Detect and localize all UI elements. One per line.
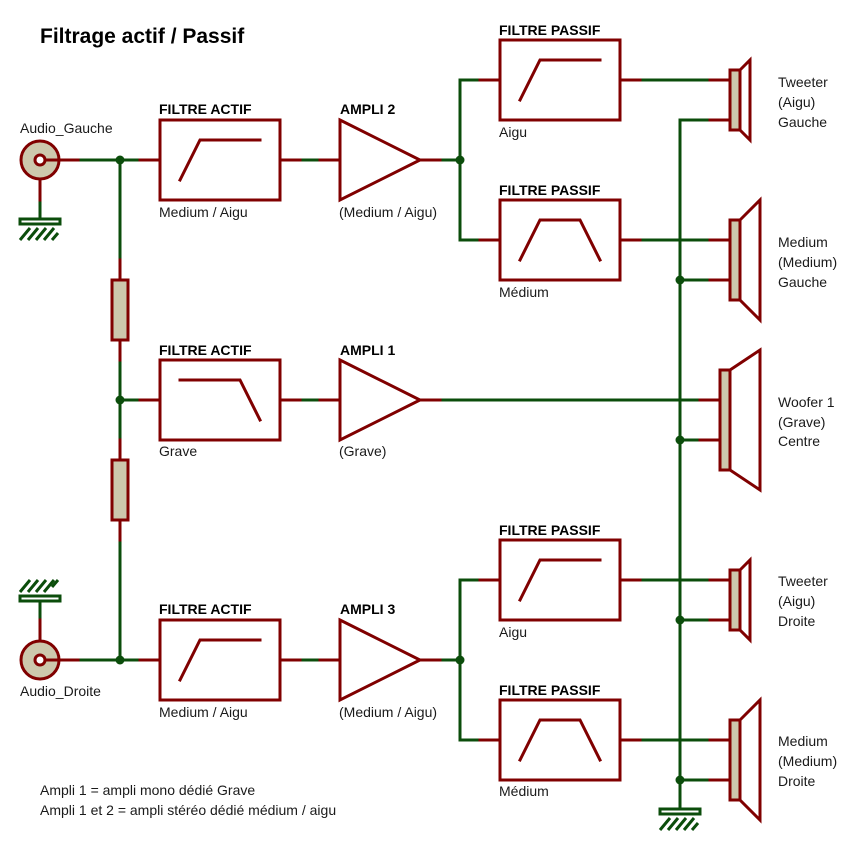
bandpass-curve-icon xyxy=(517,718,603,763)
active-filter-label: Medium / Aigu xyxy=(159,204,248,220)
highpass-curve-icon xyxy=(517,558,602,603)
speaker-medium-left: Medium (Medium) Gauche xyxy=(708,196,837,324)
passive-filter-3: FILTRE PASSIF Aigu xyxy=(478,522,642,640)
highpass-curve-icon xyxy=(517,58,602,103)
resistor-top xyxy=(110,258,130,362)
junction-dot xyxy=(675,615,685,625)
passive-filter-title: FILTRE PASSIF xyxy=(499,182,601,198)
speaker-label: (Medium) xyxy=(778,753,837,769)
passive-filter-title: FILTRE PASSIF xyxy=(499,22,601,38)
note-line: Ampli 1 = ampli mono dédié Grave xyxy=(40,782,255,798)
speaker-label: Medium xyxy=(778,733,828,749)
speaker-label: Centre xyxy=(778,433,820,449)
active-filter-title: FILTRE ACTIF xyxy=(159,601,252,617)
speaker-tweeter-left: Tweeter (Aigu) Gauche xyxy=(708,56,828,144)
speaker-label: Medium xyxy=(778,234,828,250)
ground-icon xyxy=(658,807,702,831)
input-jack-left: Audio_Gauche xyxy=(18,120,113,241)
speaker-label: (Aigu) xyxy=(778,593,815,609)
amplifier-label: (Medium / Aigu) xyxy=(339,704,437,720)
passive-filter-4: FILTRE PASSIF Médium xyxy=(478,682,642,799)
junction-dot xyxy=(675,275,685,285)
junction-dot xyxy=(675,775,685,785)
ground-icon xyxy=(18,217,62,241)
amplifier-label: (Medium / Aigu) xyxy=(339,204,437,220)
speaker-label: Droite xyxy=(778,613,816,629)
speaker-cone-icon xyxy=(738,696,762,824)
speaker-label: (Medium) xyxy=(778,254,837,270)
active-filter-title: FILTRE ACTIF xyxy=(159,342,252,358)
active-filter-label: Medium / Aigu xyxy=(159,704,248,720)
speaker-label: (Grave) xyxy=(778,414,825,430)
amplifier-3: AMPLI 3 (Medium / Aigu) xyxy=(318,601,442,720)
input-jack-right: Audio_Droite xyxy=(18,579,101,699)
passive-filter-title: FILTRE PASSIF xyxy=(499,682,601,698)
passive-filter-title: FILTRE PASSIF xyxy=(499,522,601,538)
junction-dot xyxy=(675,435,685,445)
passive-filter-label: Médium xyxy=(499,284,549,300)
amplifier-icon xyxy=(338,617,424,703)
bandpass-curve-icon xyxy=(517,218,603,263)
junction-dot xyxy=(115,395,125,405)
speaker-label: Woofer 1 xyxy=(778,394,835,410)
speaker-cone-icon xyxy=(738,556,752,644)
junction-dot xyxy=(455,155,465,165)
speaker-label: Droite xyxy=(778,773,816,789)
speaker-cone-icon xyxy=(738,196,762,324)
note-line: Ampli 1 et 2 = ampli stéréo dédié médium… xyxy=(40,802,336,818)
active-filter-3: FILTRE ACTIF Medium / Aigu xyxy=(138,601,302,720)
resistor-icon xyxy=(110,458,130,522)
amplifier-2: AMPLI 2 (Medium / Aigu) xyxy=(318,101,442,220)
speaker-label: Tweeter xyxy=(778,74,828,90)
passive-filter-2: FILTRE PASSIF Médium xyxy=(478,182,642,300)
junction-dot xyxy=(115,155,125,165)
amplifier-1: AMPLI 1 (Grave) xyxy=(318,342,442,459)
amplifier-title: AMPLI 3 xyxy=(340,601,395,617)
speaker-label: Tweeter xyxy=(778,573,828,589)
speaker-tweeter-right: Tweeter (Aigu) Droite xyxy=(708,556,828,644)
junctions xyxy=(115,155,685,785)
speaker-cone-icon xyxy=(728,347,762,493)
resistor-icon xyxy=(110,278,130,342)
amplifier-title: AMPLI 1 xyxy=(340,342,395,358)
junction-dot xyxy=(115,655,125,665)
speaker-label: (Aigu) xyxy=(778,94,815,110)
amplifier-title: AMPLI 2 xyxy=(340,101,395,117)
highpass-curve-icon xyxy=(177,638,262,683)
speaker-label: Gauche xyxy=(778,274,827,290)
amplifier-icon xyxy=(338,117,424,203)
speaker-medium-right: Medium (Medium) Droite xyxy=(708,696,837,824)
active-filter-1: FILTRE ACTIF Medium / Aigu xyxy=(138,101,302,220)
passive-filter-label: Aigu xyxy=(499,624,527,640)
ground-icon xyxy=(18,579,62,603)
lowpass-curve-icon xyxy=(178,378,263,423)
passive-filter-label: Médium xyxy=(499,783,549,799)
highpass-curve-icon xyxy=(177,138,262,183)
speaker-label: Gauche xyxy=(778,114,827,130)
active-filter-label: Grave xyxy=(159,443,197,459)
amplifier-icon xyxy=(338,357,424,443)
passive-filter-1: FILTRE PASSIF Aigu xyxy=(478,22,642,140)
resistor-bottom xyxy=(110,438,130,542)
amplifier-label: (Grave) xyxy=(339,443,386,459)
active-filter-2: FILTRE ACTIF Grave xyxy=(138,342,302,459)
input-label-left: Audio_Gauche xyxy=(20,120,113,136)
active-filter-title: FILTRE ACTIF xyxy=(159,101,252,117)
passive-filter-label: Aigu xyxy=(499,124,527,140)
speaker-woofer-center: Woofer 1 (Grave) Centre xyxy=(698,347,835,493)
diagram-title: Filtrage actif / Passif xyxy=(40,25,245,48)
junction-dot xyxy=(455,655,465,665)
input-label-right: Audio_Droite xyxy=(20,683,101,699)
speaker-cone-icon xyxy=(738,56,752,144)
